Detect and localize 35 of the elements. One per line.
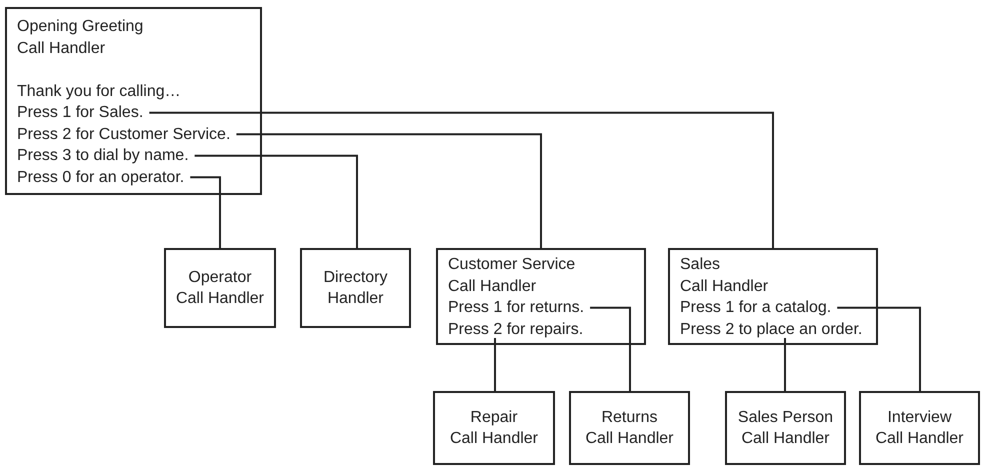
handler-box: [859, 391, 980, 465]
connector-line: [494, 338, 496, 391]
call-handler-box: [668, 248, 878, 345]
menu-option: Press 1 for a catalog.: [680, 297, 838, 318]
handler-box: [300, 248, 411, 328]
handler-box: [569, 391, 690, 465]
box-title: Returns Call Handler: [585, 408, 674, 449]
box-title: Sales Call Handler: [680, 255, 770, 296]
box-title: Directory Handler: [323, 268, 388, 309]
connector-line: [590, 306, 631, 391]
menu-option: Press 1 for Sales.: [17, 102, 150, 124]
menu-option: Press 0 for an operator.: [17, 166, 190, 188]
connector-line: [194, 154, 358, 248]
handler-box: [725, 391, 846, 465]
call-handler-box: [5, 7, 262, 195]
handler-box: [164, 248, 276, 328]
box-title: Operator Call Handler: [176, 268, 264, 309]
connector-line: [236, 133, 542, 248]
menu-option: Press 1 for returns.: [448, 297, 590, 318]
menu-option: Press 3 to dial by name.: [17, 145, 195, 166]
box-title: Sales Person Call Handler: [738, 408, 834, 449]
greeting-text: Thank you for calling…: [17, 82, 182, 102]
connector-line: [784, 338, 786, 391]
box-title: Customer Service Call Handler: [448, 255, 576, 296]
call-handler-box: [436, 248, 646, 345]
box-title: Opening Greeting Call Handler: [17, 17, 144, 58]
menu-option: Press 2 for Customer Service.: [17, 124, 236, 145]
menu-option: Press 2 to place an order.: [680, 318, 868, 340]
menu-option: Press 2 for repairs.: [448, 318, 590, 340]
box-title: Repair Call Handler: [450, 408, 538, 449]
connector-line: [837, 306, 921, 391]
connector-line: [149, 112, 774, 248]
handler-box: [433, 391, 555, 465]
box-title: Interview Call Handler: [875, 408, 964, 449]
connector-line: [190, 176, 221, 248]
